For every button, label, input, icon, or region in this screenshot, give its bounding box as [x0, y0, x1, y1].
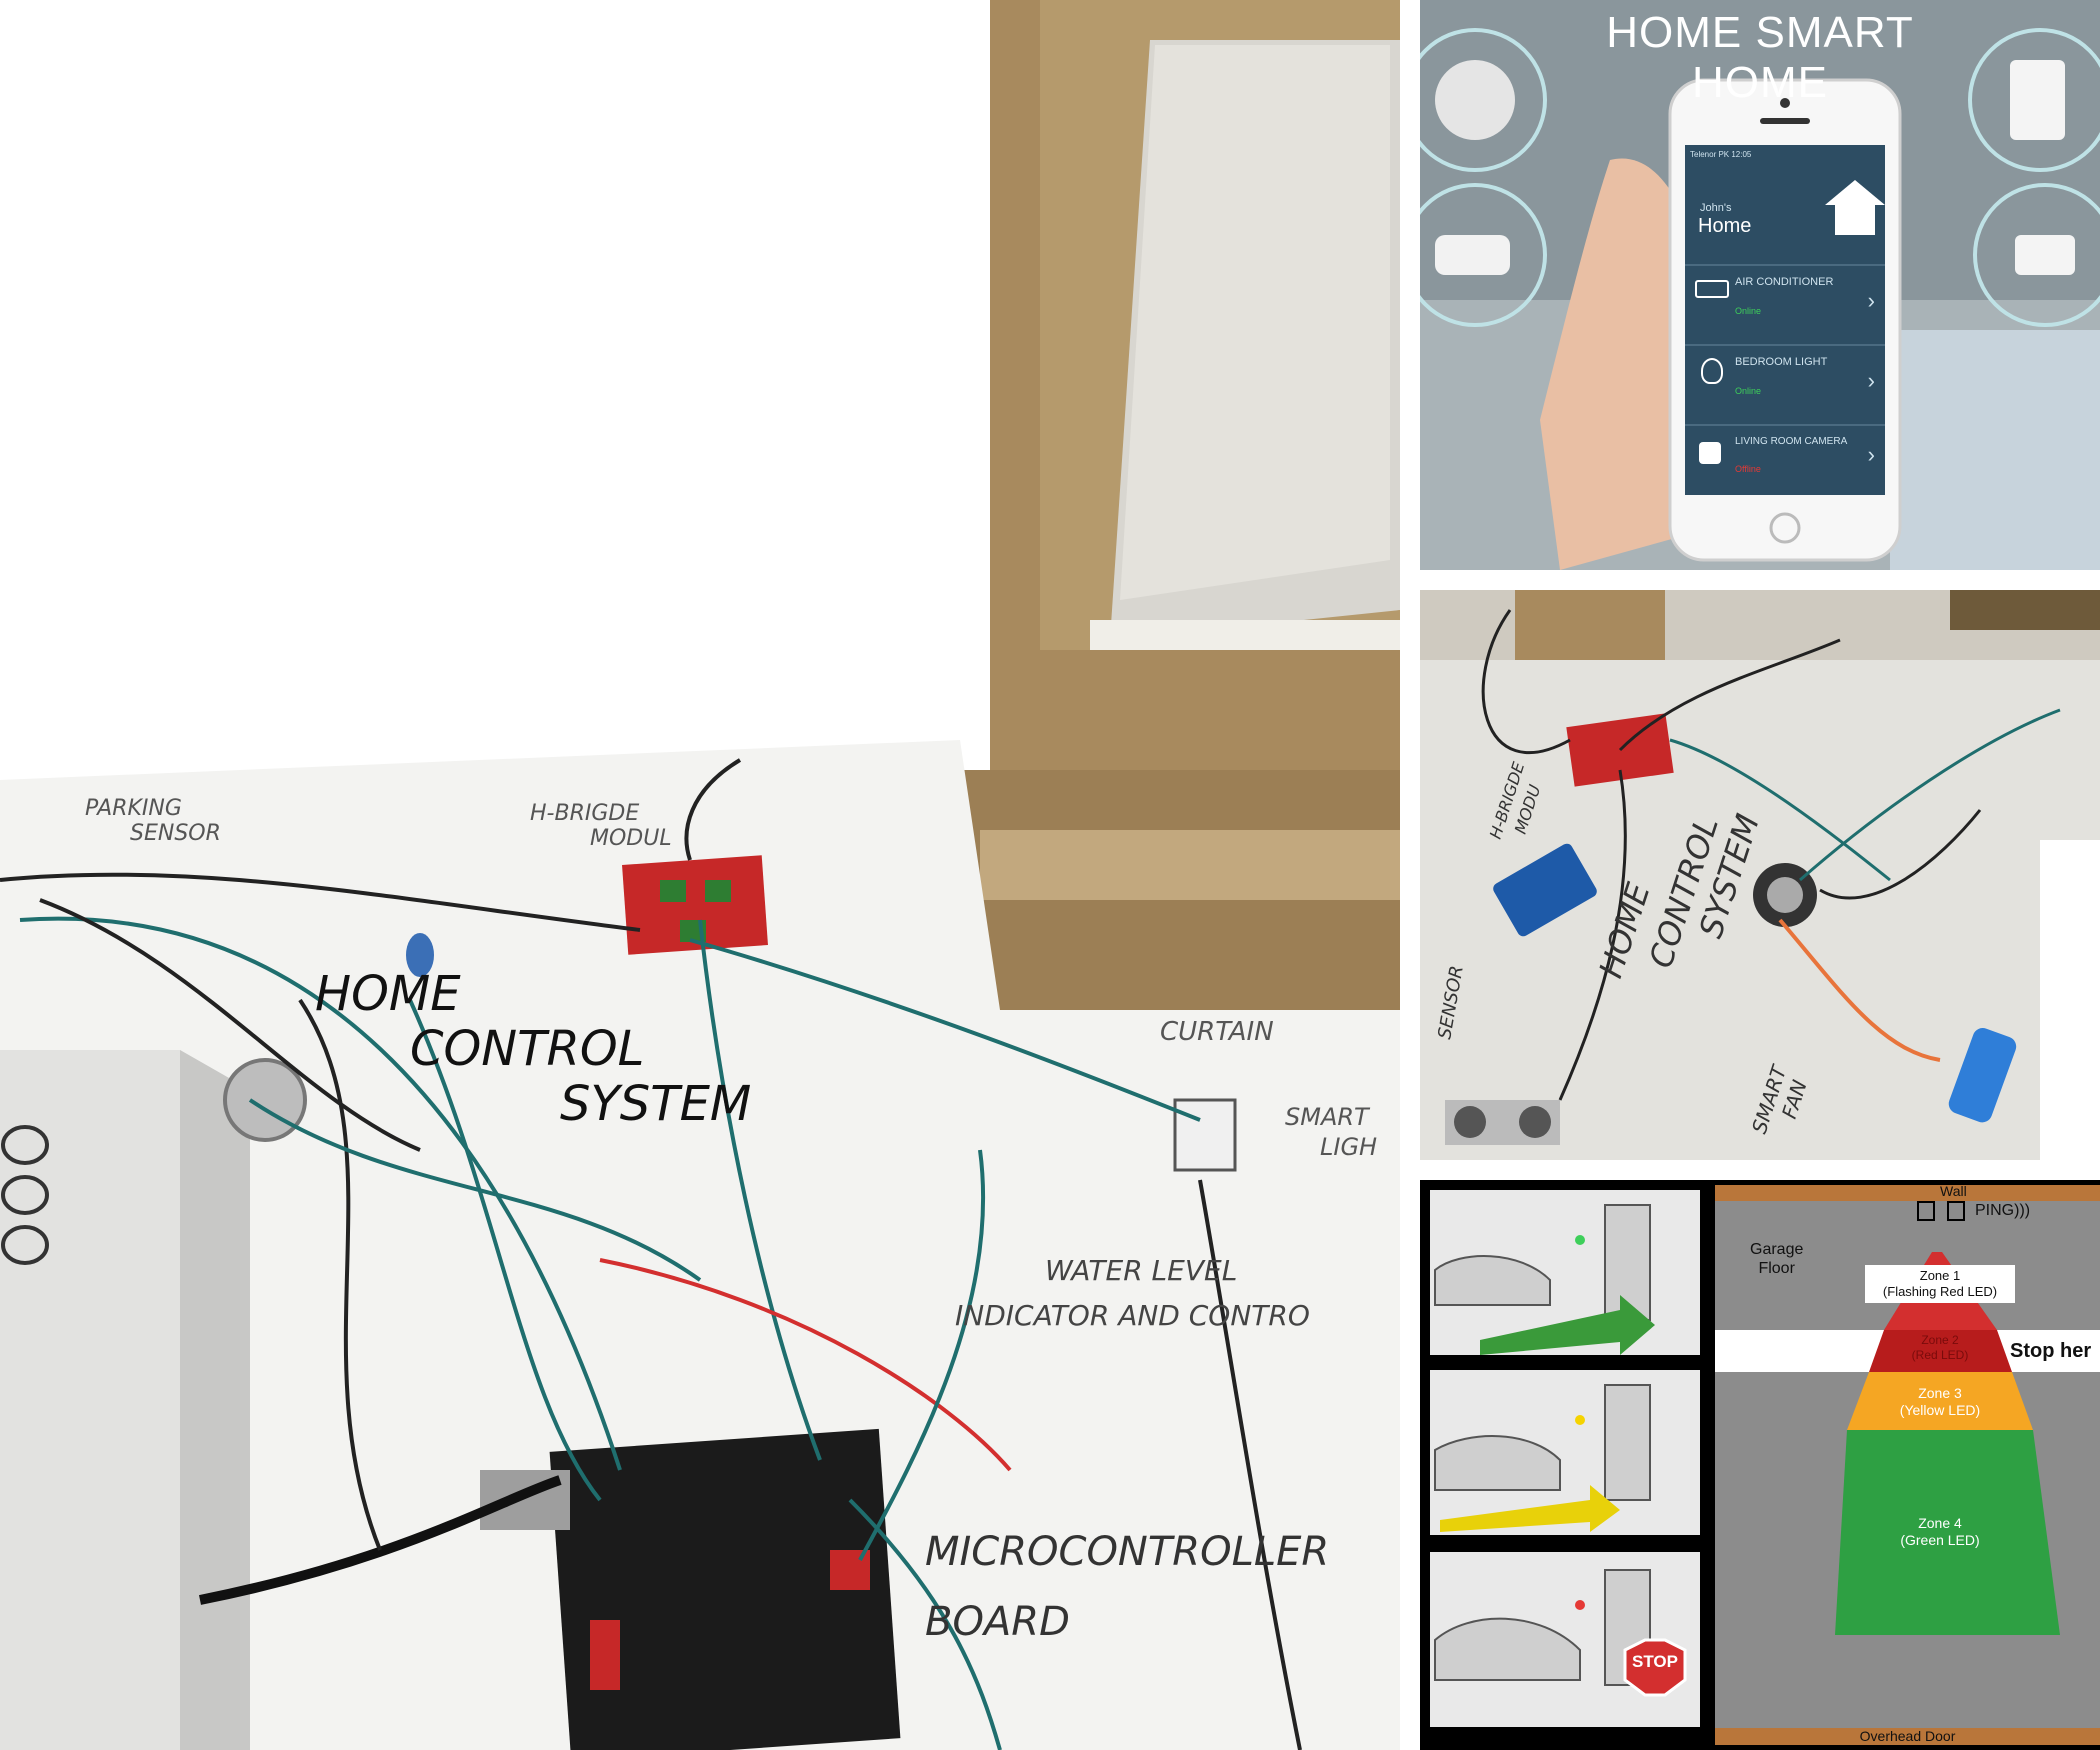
parking-step-2	[1430, 1370, 1700, 1535]
label-curtain: CURTAIN	[1160, 1017, 1274, 1047]
garage-label: Garage	[1750, 1241, 1804, 1258]
lightbulb-icon	[1701, 358, 1723, 384]
label-water-level-1: WATER LEVEL	[1045, 1254, 1237, 1287]
chevron-right-icon: ›	[1867, 368, 1875, 393]
stop-sign-icon	[1623, 1638, 1687, 1697]
device-row-bedroom-light[interactable]: BEDROOM LIGHT Online ›	[1685, 348, 1885, 424]
home-control-model-photo: PARKING SENSOR H-BRIGDE MODUL HOME CONTR…	[0, 0, 1400, 1750]
wall-label: Wall	[1940, 1183, 1967, 1199]
home-icon	[1825, 180, 1885, 235]
device-row-living-room-camera[interactable]: LIVING ROOM CAMERA Offline ›	[1685, 428, 1885, 494]
zone-title: Zone 4	[1918, 1515, 1962, 1531]
zone-title: Zone 2	[1921, 1333, 1959, 1347]
ping-sensor-label: PING)))	[1975, 1202, 2031, 1219]
chevron-right-icon: ›	[1867, 442, 1875, 467]
floor-label: Floor	[1758, 1260, 1795, 1277]
stop-here-label: Stop her	[2010, 1340, 2092, 1362]
zone-title: Zone 3	[1918, 1385, 1962, 1401]
zone-4-label: Zone 4 (Green LED)	[1865, 1515, 2015, 1549]
overhead-door-label: Overhead Door	[1859, 1728, 1956, 1744]
zone-1-label: Zone 1 (Flashing Red LED)	[1865, 1268, 2015, 1300]
label-microcontroller: MICROCONTROLLER	[925, 1529, 1329, 1575]
device-row-air-conditioner[interactable]: AIR CONDITIONER Online ›	[1685, 268, 1885, 344]
air-conditioner-icon	[1695, 280, 1729, 298]
app-title: HOME SMART HOME	[1606, 8, 1914, 107]
zone-2-label: Zone 2 (Red LED)	[1865, 1333, 2015, 1363]
device-state: Online	[1735, 386, 1762, 396]
label-smart-light-2: LIGH	[1320, 1133, 1377, 1161]
label-title-system: SYSTEM	[560, 1076, 751, 1132]
label-smart-light-1: SMART	[1285, 1103, 1371, 1131]
device-name: BEDROOM LIGHT	[1735, 356, 1828, 368]
zone-desc: (Flashing Red LED)	[1882, 1284, 1998, 1299]
label-title-home: HOME	[315, 966, 461, 1022]
label-title-control: CONTROL	[410, 1021, 644, 1077]
phone-owner: John's	[1700, 202, 1732, 214]
zone-3-label: Zone 3 (Yellow LED)	[1865, 1385, 2015, 1419]
stop-sign-label: STOP	[1632, 1652, 1678, 1671]
label-board: BOARD	[925, 1599, 1070, 1645]
home-control-overview-photo: HOME CONTROL SYSTEM H-BRIGDE MODU SENSOR…	[1420, 590, 2100, 1160]
zone-desc: (Yellow LED)	[1899, 1402, 1981, 1418]
zone-desc: (Green LED)	[1900, 1532, 1980, 1548]
smart-home-app-panel: HOME SMART HOME Telenor PK 12:05 John's …	[1420, 0, 2100, 570]
phone-home-label: Home	[1698, 215, 1752, 237]
zone-title: Zone 1	[1919, 1268, 1961, 1283]
label-parking-sensor-2: SENSOR	[130, 821, 221, 846]
parking-step-3	[1430, 1552, 1700, 1727]
device-state: Online	[1735, 306, 1762, 316]
label-hbridge-2: MODUL	[590, 826, 672, 851]
zone-desc: (Red LED)	[1911, 1348, 1969, 1362]
label-hbridge-1: H-BRIGDE	[530, 801, 639, 826]
parking-step-1	[1430, 1190, 1700, 1355]
device-name: LIVING ROOM CAMERA	[1735, 436, 1848, 447]
garage-floor-label: Garage Floor	[1750, 1240, 1803, 1278]
phone-status-bar: Telenor PK 12:05	[1690, 150, 1752, 159]
parking-sensor-diagram-panel: STOP Wall PING))) Garage Floor Stop her …	[1420, 1180, 2100, 1750]
device-name: AIR CONDITIONER	[1735, 276, 1834, 288]
label-parking-sensor-1: PARKING	[85, 796, 182, 821]
label-water-level-2: INDICATOR AND CONTRO	[955, 1299, 1310, 1332]
chevron-right-icon: ›	[1867, 288, 1875, 313]
camera-icon	[1699, 442, 1721, 464]
device-state: Offline	[1735, 464, 1761, 474]
